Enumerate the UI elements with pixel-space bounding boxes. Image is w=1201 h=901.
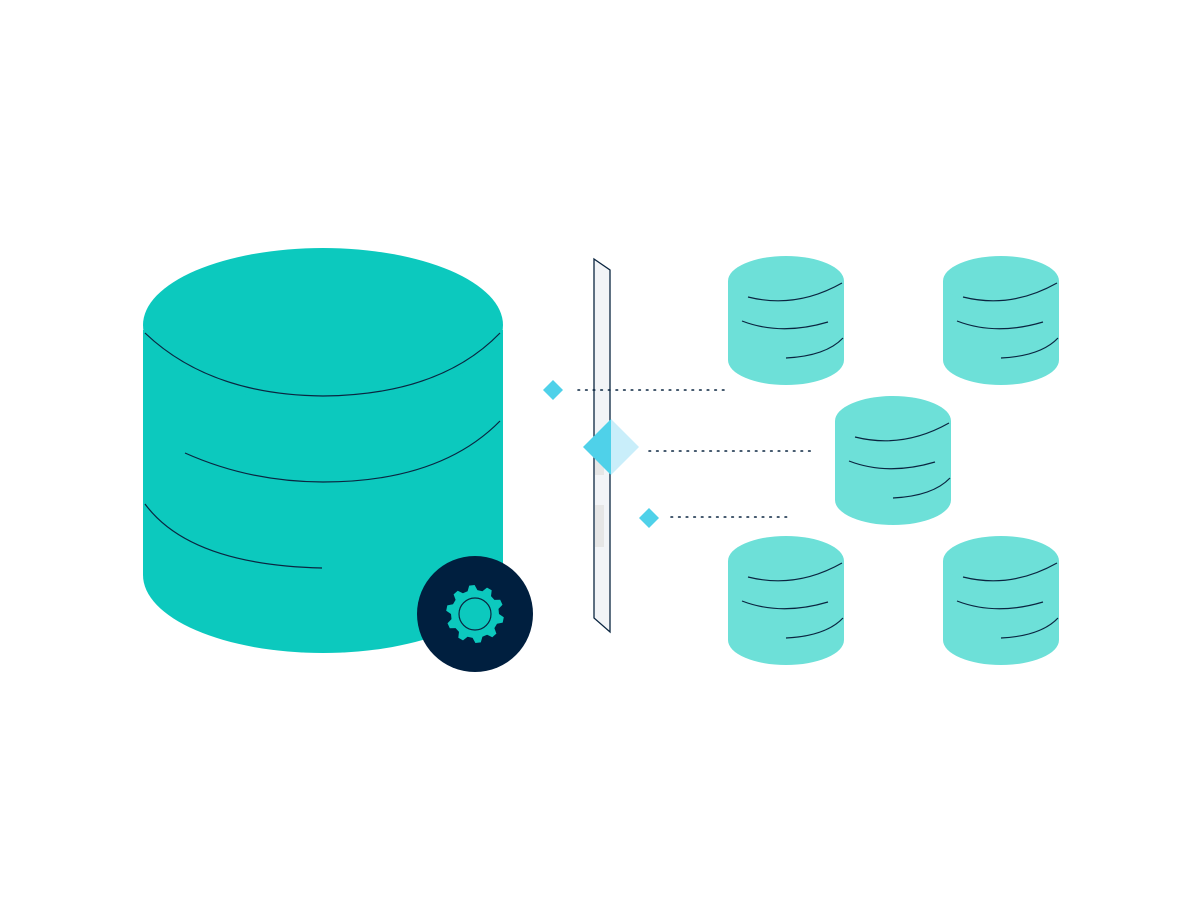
diamond-icon-highlight [611,419,639,475]
connector-middle [583,419,813,475]
replica-database-line [1000,617,1059,639]
replica-database-body [943,561,1059,665]
primary-database [143,248,503,653]
diamond-icon [583,419,611,475]
replica-database-line [1000,337,1059,359]
primary-database-line [184,420,501,483]
replica-database-body [835,421,951,525]
replica-database [728,256,844,385]
replica-database-top [728,256,844,306]
filter-panel-slot [595,505,604,547]
connector-bottom [639,508,791,528]
replica-database-line [741,600,829,610]
replica-database-line [747,562,843,582]
replica-database [943,256,1059,385]
primary-database-body [143,330,503,653]
settings-badge [417,556,533,672]
replica-database-top [943,256,1059,306]
replica-database-line [785,617,844,639]
replica-database-top [835,396,951,446]
gear-icon [446,585,504,643]
replica-database-top [728,536,844,586]
diamond-icon [543,380,563,400]
replica-database-body [728,561,844,665]
replica-database-line [854,422,950,442]
replica-database-line [892,477,951,499]
replica-database [835,396,951,525]
connector-top [543,380,725,400]
replica-database [728,536,844,665]
replica-database-line [848,460,936,470]
replica-database [943,536,1059,665]
replica-database-line [741,320,829,330]
replica-database-line [956,600,1044,610]
filter-panel-slot [595,455,604,475]
replica-database-line [785,337,844,359]
replica-databases [728,256,1059,665]
primary-database-top [143,248,503,402]
replica-database-top [943,536,1059,586]
gear-hole [458,597,492,631]
primary-database-line [144,332,501,397]
replica-database-body [943,281,1059,385]
replica-database-line [747,282,843,302]
replica-database-line [962,562,1058,582]
primary-database-line [144,503,323,569]
gear-shape [446,585,504,643]
diamond-icon [639,508,659,528]
replica-database-line [956,320,1044,330]
replica-database-line [962,282,1058,302]
replica-database-body [728,281,844,385]
